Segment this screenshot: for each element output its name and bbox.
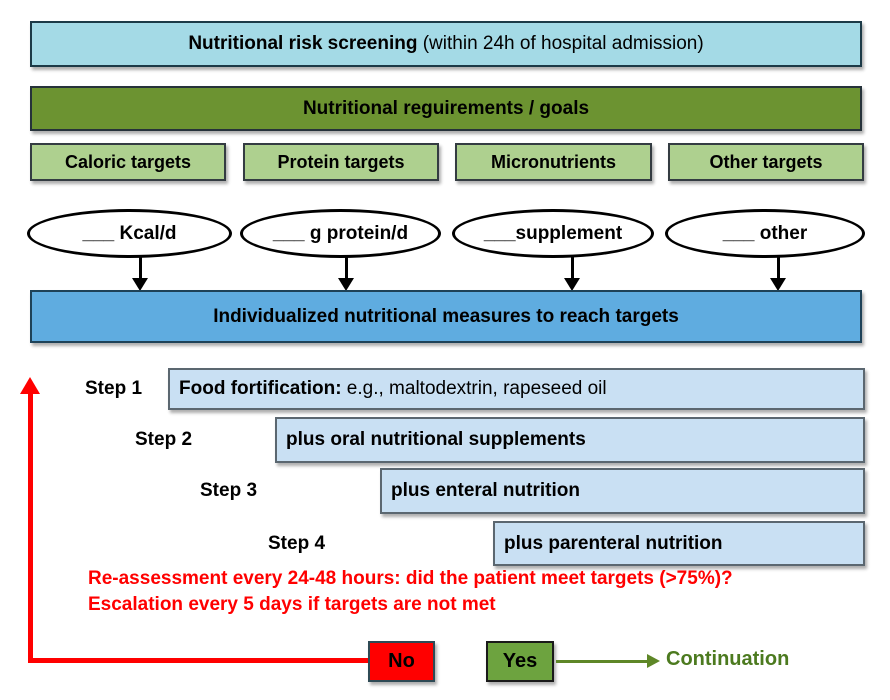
no-label: No [388,650,415,672]
requirements-box: Nutritional reguirements / goals [30,86,862,131]
screening-title: Nutritional risk screening [188,33,418,54]
down-arrow-icon [139,257,142,280]
down-arrowhead-icon [564,278,580,291]
protein-ellipse: ___ g protein/d [240,209,441,258]
step-3-box: plus enteral nutrition [380,468,865,514]
down-arrow-icon [777,257,780,280]
requirements-title: Nutritional reguirements / goals [302,97,590,119]
supplement-label: ___supplement [483,222,623,244]
yes-box: Yes [486,641,554,682]
measures-title: Individualized nutritional measures to r… [213,305,679,327]
reassessment-line1: Re-assessment every 24-48 hours: did the… [88,568,733,589]
supplement-ellipse: ___supplement [452,209,654,258]
caloric-targets-box: Caloric targets [30,143,226,181]
step-3-text: plus enteral nutrition [391,480,580,501]
kcal-ellipse: ___ Kcal/d [27,209,232,258]
protein-targets-box: Protein targets [243,143,439,181]
measures-box: Individualized nutritional measures to r… [30,290,862,343]
protein-label: ___ g protein/d [272,222,409,244]
continuation-arrow-line [556,660,649,663]
down-arrow-icon [571,257,574,280]
down-arrowhead-icon [338,278,354,291]
feedback-arrow-vertical [28,392,33,662]
screening-box: Nutritional risk screening (within 24h o… [30,21,862,67]
caloric-targets-label: Caloric targets [64,151,192,172]
other-targets-box: Other targets [668,143,864,181]
protein-targets-label: Protein targets [277,151,405,172]
step-1-text: Food fortification: [179,378,342,399]
step-4-label: Step 4 [268,532,326,554]
continuation-label: Continuation [666,648,790,670]
step-1-box: Food fortification: e.g., maltodextrin, … [168,368,865,410]
step-2-box: plus oral nutritional supplements [275,417,865,463]
no-box: No [368,641,435,682]
down-arrowhead-icon [132,278,148,291]
step-4-box: plus parenteral nutrition [493,521,865,566]
other-ellipse: ___ other [665,209,865,258]
feedback-arrow-horizontal [28,658,369,663]
step-1-label: Step 1 [85,378,143,399]
down-arrowhead-icon [770,278,786,291]
feedback-up-arrowhead-icon [20,377,40,394]
step-2-label: Step 2 [135,429,193,450]
continuation-arrowhead-icon [647,654,660,668]
step-1-text-detail: e.g., maltodextrin, rapeseed oil [341,378,607,399]
step-4-text: plus parenteral nutrition [504,532,723,554]
micronutrients-box: Micronutrients [455,143,652,181]
step-2-text: plus oral nutritional supplements [286,429,586,450]
other-targets-label: Other targets [709,151,823,172]
down-arrow-icon [345,257,348,280]
kcal-label: ___ Kcal/d [82,222,177,244]
other-label: ___ other [722,222,808,244]
micronutrients-label: Micronutrients [490,151,616,172]
step-3-label: Step 3 [200,480,258,501]
yes-label: Yes [502,650,538,672]
reassessment-line2: Escalation every 5 days if targets are n… [88,594,496,615]
screening-subtitle: (within 24h of hospital admission) [417,33,704,54]
